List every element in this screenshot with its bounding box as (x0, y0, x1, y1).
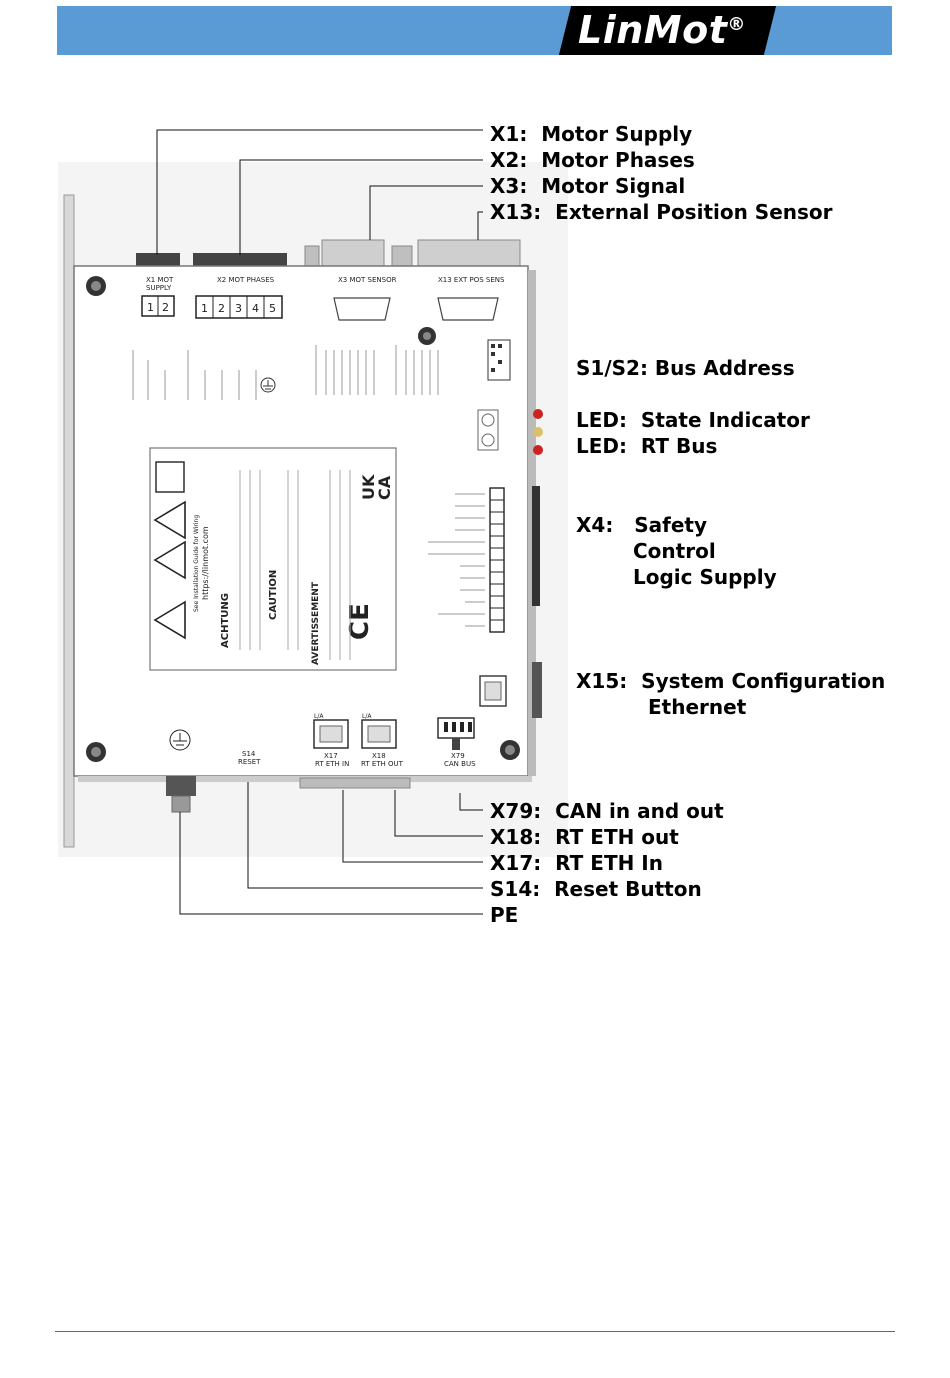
x3-label: X3 MOT SENSOR (338, 276, 397, 284)
la-label: L/A (362, 713, 372, 720)
x13-dsub-top (417, 239, 521, 270)
x2-label: X2 MOT PHASES (217, 276, 275, 284)
x15-rj45-port (479, 675, 507, 707)
x3-dsub-connector (333, 297, 391, 321)
x2-pin: 3 (235, 302, 242, 315)
callout-x13: X13: External Position Sensor (490, 200, 833, 224)
callout-x15-line2: Ethernet (648, 695, 747, 719)
left-mount-rail (63, 194, 75, 848)
x2-plug-top (193, 253, 287, 269)
la-label: L/A (314, 713, 324, 720)
x1-label: X1 MOT (146, 276, 174, 284)
x1-pin: 1 (147, 301, 154, 314)
callout-x4-line3: Logic Supply (633, 565, 777, 589)
s14-label-2: RESET (238, 758, 261, 766)
footer-divider (55, 1331, 895, 1332)
ukca-mark-2: CA (375, 475, 394, 500)
callout-x4-line1: X4: Safety (576, 513, 707, 537)
ground-symbol-icon (260, 377, 276, 393)
manual-icon (155, 461, 185, 493)
callout-x2: X2: Motor Phases (490, 148, 695, 172)
caution-url: https://linmot.com (201, 526, 210, 600)
callout-x3: X3: Motor Signal (490, 174, 686, 198)
x17-label: X17 (324, 752, 338, 760)
callout-leaders (156, 129, 483, 915)
screw-icon (500, 740, 520, 760)
led-state-indicator (533, 409, 543, 419)
logo-text: LinMot (578, 8, 728, 52)
x13-dsub-connector (437, 297, 499, 321)
achtung-title: ACHTUNG (220, 593, 231, 648)
caution-title: CAUTION (268, 570, 279, 620)
warning-triangle-icon (153, 500, 186, 640)
x2-pin: 5 (269, 302, 276, 315)
callout-x17: X17: RT ETH In (490, 851, 663, 875)
registered-mark: ® (727, 14, 746, 35)
callout-x4-line2: Control (633, 539, 716, 563)
x3-dsub-top (321, 239, 385, 270)
x2-pin: 1 (201, 302, 208, 315)
x18-label-2: RT ETH OUT (361, 760, 404, 768)
pe-bolt (166, 776, 196, 796)
led-state-indicator-2 (533, 427, 543, 437)
screw-icon (86, 742, 106, 762)
callout-x1: X1: Motor Supply (490, 122, 693, 146)
callout-led-state: LED: State Indicator (576, 408, 810, 432)
callout-s1-s2: S1/S2: Bus Address (576, 356, 795, 380)
callout-x79: X79: CAN in and out (490, 799, 724, 823)
x1-plug-top (136, 253, 180, 269)
screw-icon (418, 327, 436, 345)
x1-pin: 2 (162, 301, 169, 314)
callout-pe: PE (490, 903, 519, 927)
x79-label-2: CAN BUS (444, 760, 476, 768)
led-rt-bus (533, 445, 543, 455)
x4-side-plug (532, 486, 540, 606)
callout-s14: S14: Reset Button (490, 877, 702, 901)
callout-x18: X18: RT ETH out (490, 825, 679, 849)
x2-terminal (195, 295, 283, 319)
linmot-logo: LinMot® (578, 8, 778, 53)
x13-label: X13 EXT POS SENS (438, 276, 505, 284)
x18-label: X18 (372, 752, 386, 760)
callout-x15-line1: X15: System Configuration (576, 669, 886, 693)
x1-label-2: SUPPLY (146, 284, 172, 292)
rotary-switch-icon (477, 409, 499, 451)
x2-pin: 4 (252, 302, 259, 315)
caution-label (149, 447, 397, 671)
caution-guide: See Installation Guide for Wiring (193, 515, 200, 612)
avertissement-title: AVERTISSEMENT (311, 581, 321, 665)
screw-icon (86, 276, 106, 296)
x79-label: X79 (451, 752, 465, 760)
x15-side-plug (532, 662, 542, 718)
callout-led-rt: LED: RT Bus (576, 434, 718, 458)
pe-ground-icon (169, 729, 191, 751)
x17-label-2: RT ETH IN (315, 760, 349, 768)
s14-label: S14 (242, 750, 256, 758)
x2-pin: 2 (218, 302, 225, 315)
ukca-mark-1: UK (359, 474, 378, 500)
